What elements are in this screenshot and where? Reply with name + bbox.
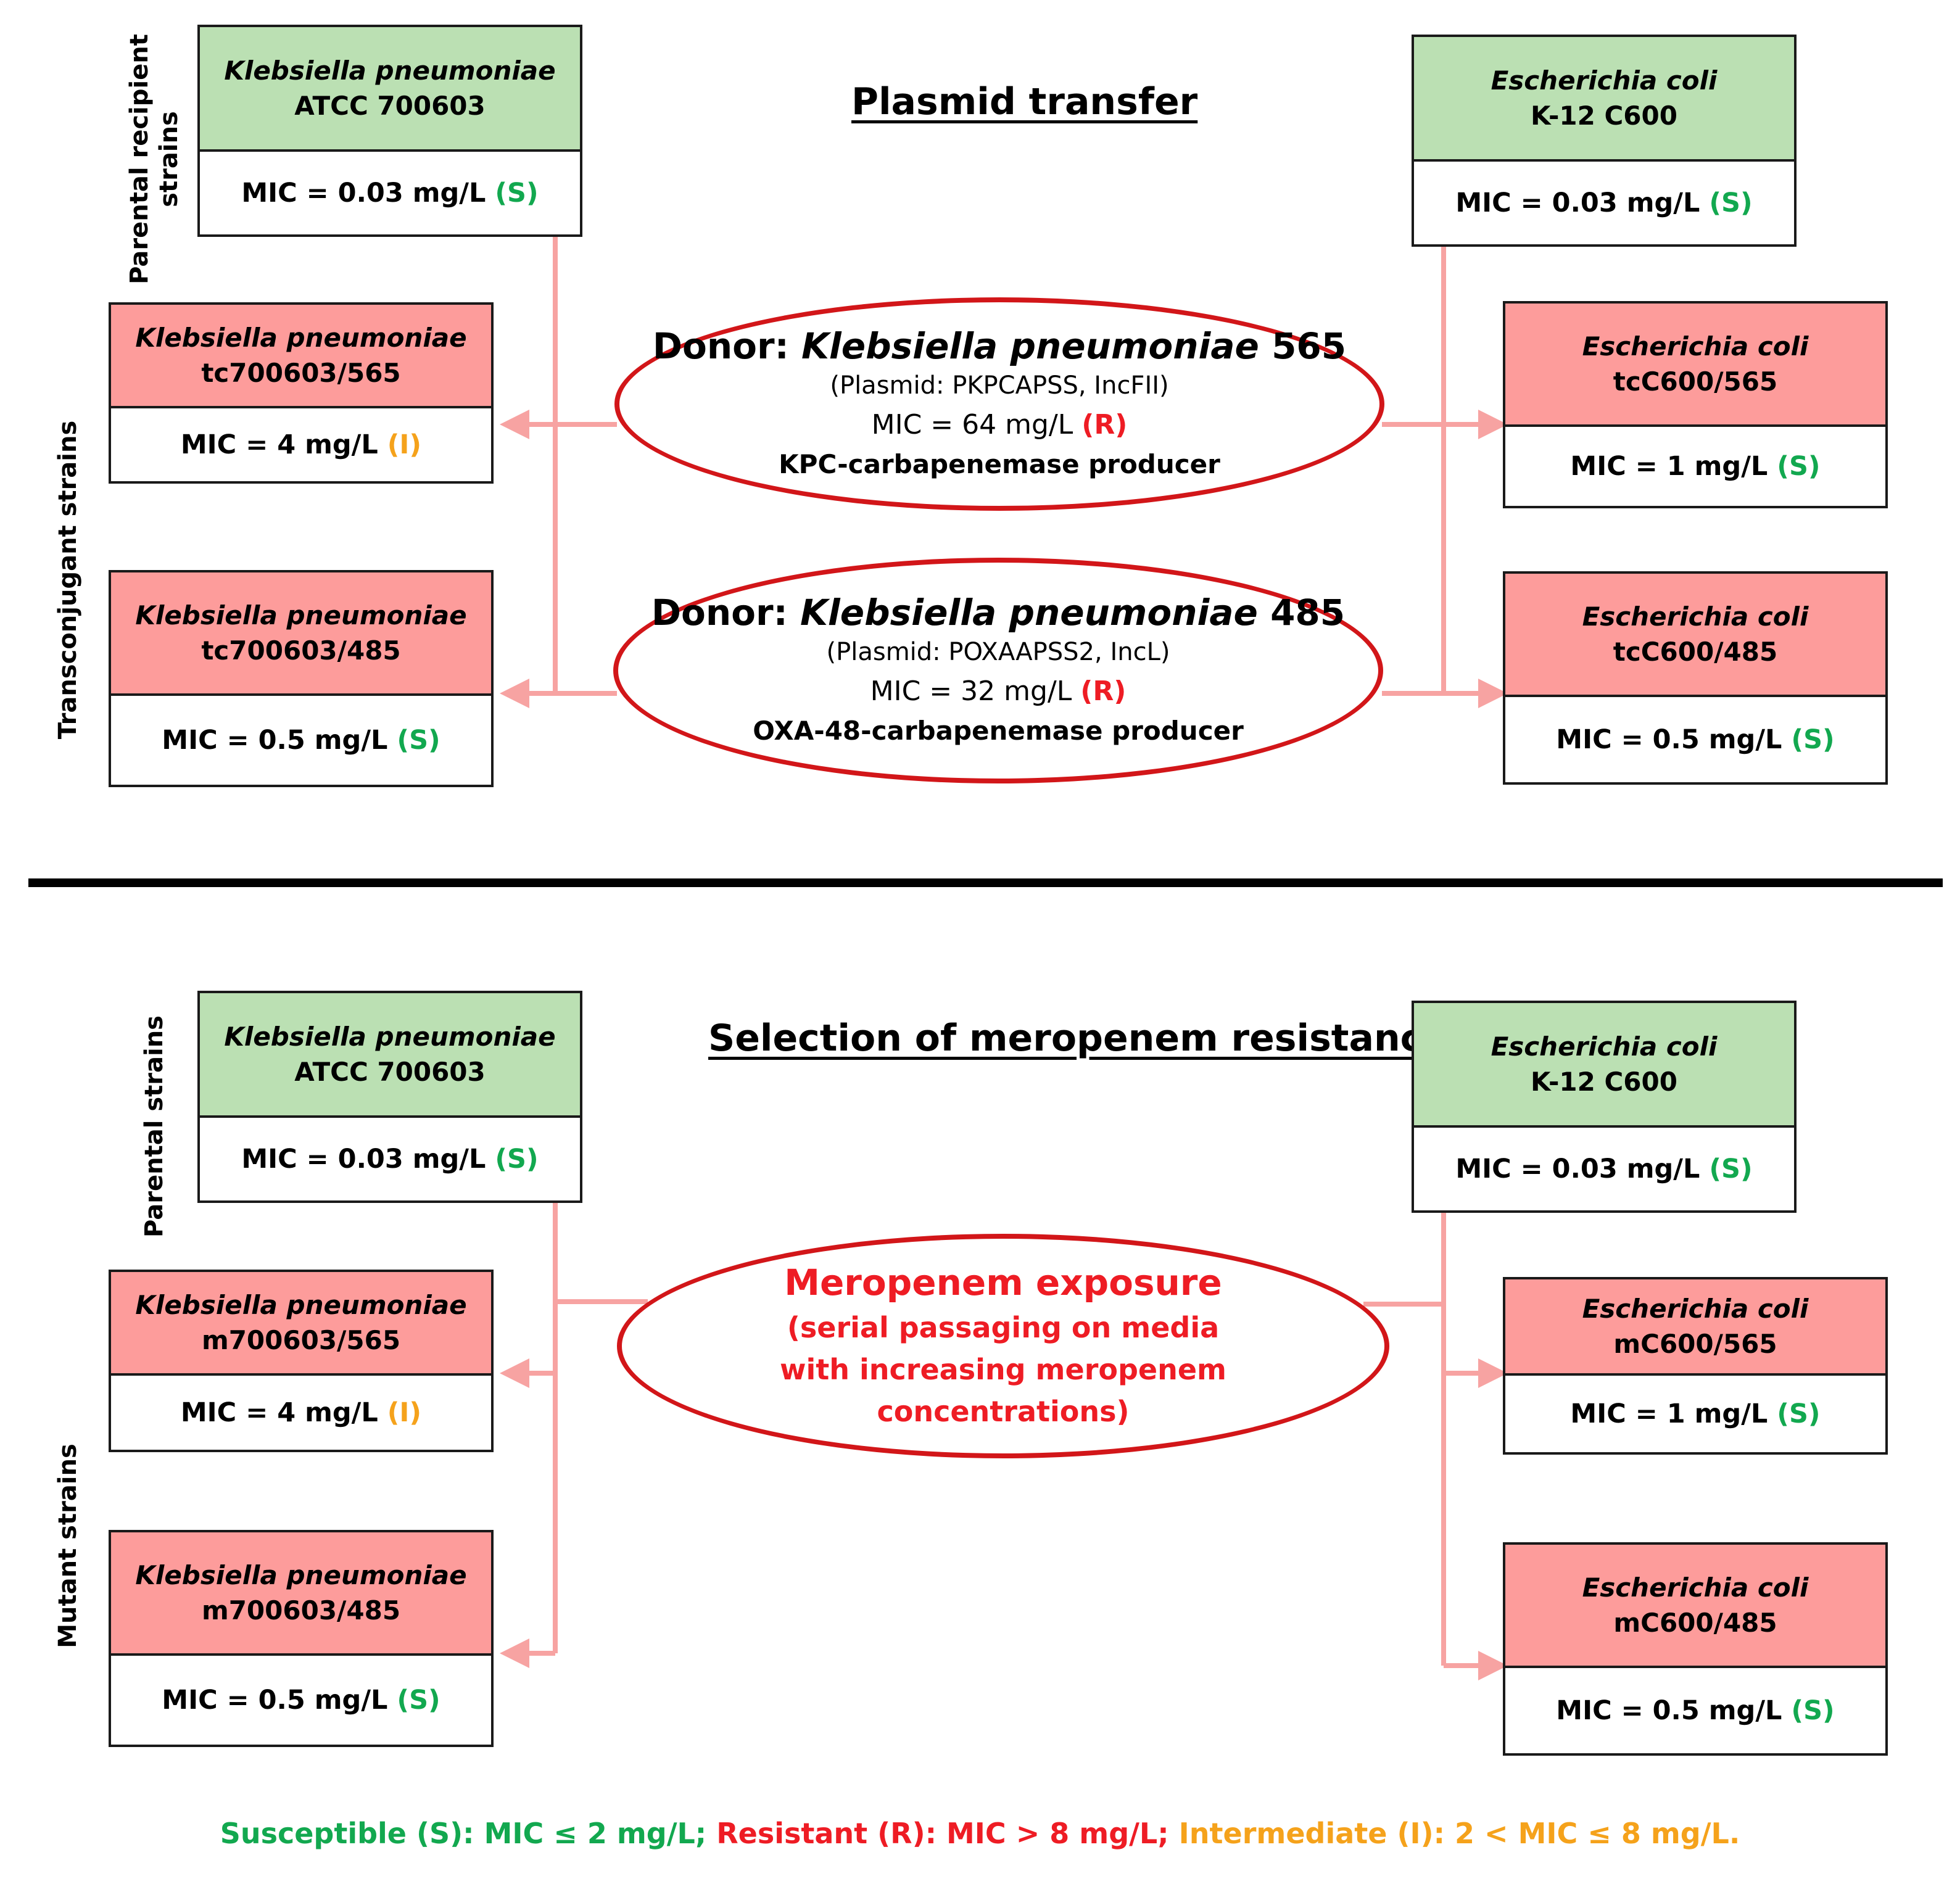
species-name: Escherichia coli (1491, 65, 1718, 96)
species-name: Klebsiella pneumoniae (224, 1021, 556, 1052)
legend-susceptible: Susceptible (S): MIC ≤ 2 mg/L; (220, 1817, 707, 1850)
donor-producer: KPC-carbapenemase producer (779, 448, 1220, 479)
parental-strains-label: Parental strains (140, 1015, 168, 1237)
kp-transconjugant-565-box: Klebsiella pneumoniae tc700603/565 MIC = … (109, 302, 494, 484)
transconjugant-label: Transconjugant strains (54, 420, 82, 740)
species-name: Escherichia coli (1582, 331, 1809, 362)
mic-value: MIC = 4 mg/L (I) (180, 1397, 422, 1428)
mutant-strains-label: Mutant strains (54, 1444, 82, 1648)
strain-id: m700603/565 (201, 1325, 401, 1355)
species-name: Escherichia coli (1491, 1031, 1718, 1062)
meropenem-exposure-oval: Meropenem exposure (serial passaging on … (617, 1234, 1389, 1458)
legend-resistant: Resistant (R): MIC > 8 mg/L; (706, 1817, 1169, 1850)
strain-id: ATCC 700603 (294, 91, 486, 121)
mic-value: MIC = 0.5 mg/L (S) (162, 1685, 440, 1716)
mic-value: MIC = 1 mg/L (S) (1570, 451, 1821, 482)
mic-value: MIC = 0.5 mg/L (S) (1556, 1695, 1835, 1726)
strain-id: K-12 C600 (1531, 101, 1677, 131)
kp-mutant-565-box: Klebsiella pneumoniae m700603/565 MIC = 4… (109, 1270, 494, 1452)
parental-recipient-label: Parental recipient strains (125, 34, 183, 284)
donor-mic: MIC = 64 mg/L (R) (871, 408, 1128, 440)
species-name: Klebsiella pneumoniae (224, 55, 556, 86)
mic-value: MIC = 0.03 mg/L (S) (1455, 1154, 1753, 1184)
strain-id: tcC600/565 (1613, 366, 1778, 397)
legend: Susceptible (S): MIC ≤ 2 mg/L; Resistant… (0, 1817, 1960, 1850)
strain-id: mC600/485 (1613, 1608, 1777, 1638)
donor-producer: OXA-48-carbapenemase producer (753, 715, 1244, 746)
mic-value: MIC = 1 mg/L (S) (1570, 1399, 1821, 1429)
species-name: Escherichia coli (1582, 1293, 1809, 1324)
donor-plasmid: (Plasmid: POXAAPSS2, IncL) (826, 637, 1170, 666)
mic-value: MIC = 4 mg/L (I) (180, 429, 422, 460)
strain-id: tcC600/485 (1613, 637, 1778, 667)
species-name: Klebsiella pneumoniae (135, 1560, 467, 1590)
ec-mutant-485-box: Escherichia coli mC600/485 MIC = 0.5 mg/L… (1503, 1542, 1888, 1756)
mic-value: MIC = 0.03 mg/L (S) (241, 1144, 539, 1175)
species-name: Escherichia coli (1582, 601, 1809, 632)
species-name: Klebsiella pneumoniae (135, 1289, 467, 1320)
strain-id: m700603/485 (201, 1595, 401, 1626)
exposure-detail: (serial passaging on media with increasi… (780, 1310, 1226, 1428)
strain-id: tc700603/565 (201, 358, 401, 388)
donor-485-oval: Donor: Klebsiella pneumoniae 485 (Plasmi… (613, 558, 1383, 783)
exposure-title: Meropenem exposure (784, 1262, 1222, 1304)
species-name: Klebsiella pneumoniae (135, 600, 467, 630)
kp-mutant-485-box: Klebsiella pneumoniae m700603/485 MIC = 0… (109, 1530, 494, 1747)
mic-value: MIC = 0.03 mg/L (S) (1455, 188, 1753, 218)
donor-title: Donor: Klebsiella pneumoniae 565 (652, 324, 1347, 367)
mic-value: MIC = 0.5 mg/L (S) (162, 725, 440, 756)
ec-transconjugant-485-box: Escherichia coli tcC600/485 MIC = 0.5 mg/… (1503, 571, 1888, 785)
donor-565-oval: Donor: Klebsiella pneumoniae 565 (Plasmi… (614, 297, 1384, 511)
donor-plasmid: (Plasmid: PKPCAPSS, IncFII) (830, 371, 1169, 400)
selection-title: Selection of meropenem resistance (708, 1017, 1447, 1060)
donor-mic: MIC = 32 mg/L (R) (870, 675, 1127, 707)
kp-transconjugant-485-box: Klebsiella pneumoniae tc700603/485 MIC = … (109, 570, 494, 787)
legend-intermediate: Intermediate (I): 2 < MIC ≤ 8 mg/L. (1168, 1817, 1740, 1850)
ec-mutant-565-box: Escherichia coli mC600/565 MIC = 1 mg/L (… (1503, 1277, 1888, 1455)
section-divider (28, 878, 1943, 887)
species-name: Klebsiella pneumoniae (135, 322, 467, 353)
strain-id: ATCC 700603 (294, 1057, 486, 1087)
mic-value: MIC = 0.03 mg/L (S) (241, 178, 539, 209)
strain-id: mC600/565 (1613, 1329, 1777, 1359)
ec-transconjugant-565-box: Escherichia coli tcC600/565 MIC = 1 mg/L … (1503, 301, 1888, 508)
mic-value: MIC = 0.5 mg/L (S) (1556, 724, 1835, 755)
strain-id: tc700603/485 (201, 635, 401, 666)
strain-id: K-12 C600 (1531, 1067, 1677, 1097)
plasmid-transfer-title: Plasmid transfer (851, 80, 1198, 123)
species-name: Escherichia coli (1582, 1572, 1809, 1603)
donor-title: Donor: Klebsiella pneumoniae 485 (651, 591, 1346, 634)
